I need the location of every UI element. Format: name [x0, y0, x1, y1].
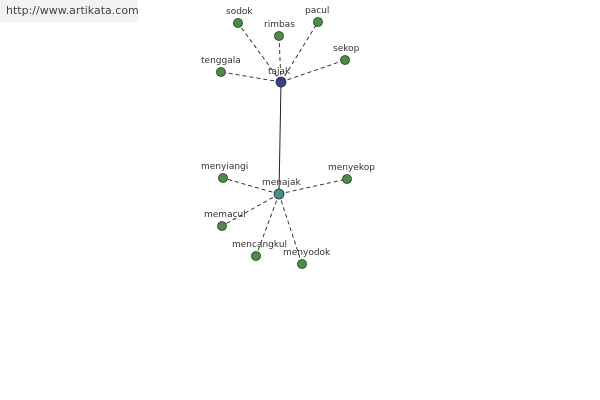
node-rimbas[interactable]	[274, 31, 284, 41]
edge-tajak-menajak	[278, 81, 282, 195]
edge-tajak-sekop	[280, 59, 346, 83]
edge-tajak-rimbas	[278, 35, 282, 83]
node-pacul[interactable]	[313, 17, 323, 27]
node-sekop[interactable]	[340, 55, 350, 65]
node-tenggala[interactable]	[216, 67, 226, 77]
graph-edges	[220, 21, 348, 265]
edge-menajak-memacul	[221, 193, 280, 227]
edge-tajak-sodok	[237, 22, 282, 83]
node-label-memacul: memacul	[204, 210, 246, 220]
node-label-mencangkul: mencangkul	[232, 240, 287, 250]
node-label-sodok: sodok	[226, 7, 253, 17]
node-menyodok[interactable]	[297, 259, 307, 269]
edge-tajak-pacul	[280, 21, 319, 83]
node-label-tenggala: tenggala	[201, 56, 241, 66]
node-menajak[interactable]	[273, 188, 285, 200]
site-url-badge[interactable]: http://www.artikata.com	[0, 0, 138, 22]
node-label-pacul: pacul	[305, 6, 329, 16]
edge-menajak-menyiangi	[222, 177, 280, 195]
edge-tajak-tenggala	[220, 71, 282, 83]
graph-labels: tajak menajak sodok rimbas pacul sekop tenggal…	[201, 6, 375, 258]
node-mencangkul[interactable]	[251, 251, 261, 261]
node-label-sekop: sekop	[333, 44, 360, 54]
node-menyiangi[interactable]	[218, 173, 228, 183]
node-memacul[interactable]	[217, 221, 227, 231]
node-menyekop[interactable]	[342, 174, 352, 184]
node-label-menyiangi: menyiangi	[201, 162, 248, 172]
node-label-rimbas: rimbas	[264, 20, 295, 30]
node-sodok[interactable]	[233, 18, 243, 28]
graph-nodes	[216, 17, 352, 269]
node-label-menyekop: menyekop	[328, 163, 375, 173]
node-label-menajak: menajak	[262, 178, 302, 188]
edge-menajak-menyekop	[278, 178, 348, 195]
node-label-tajak: tajak	[268, 67, 291, 77]
node-tajak[interactable]	[275, 76, 287, 88]
edge-menajak-menyodok	[278, 193, 303, 265]
node-label-menyodok: menyodok	[283, 248, 331, 258]
